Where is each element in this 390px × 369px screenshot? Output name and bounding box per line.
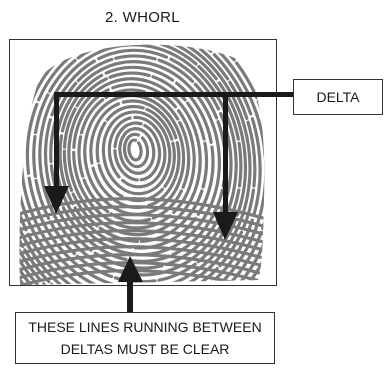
bottom-arrow-head: [118, 256, 143, 282]
arrow-group: [44, 92, 294, 313]
delta-label-box: DELTA: [293, 79, 383, 115]
delta-label: DELTA: [316, 89, 360, 105]
right-arrow-head: [213, 212, 238, 240]
right-arrow-shaft: [223, 97, 228, 214]
clear-lines-note-line-2: DELTAS MUST BE CLEAR: [60, 341, 230, 357]
bottom-arrow-shaft: [127, 281, 133, 313]
diagram-title: 2. WHORL: [105, 9, 180, 26]
delta-pointer-line: [56, 92, 294, 97]
left-arrow-shaft: [54, 92, 59, 187]
clear-lines-note-box: THESE LINES RUNNING BETWEEN DELTAS MUST …: [15, 312, 275, 364]
clear-lines-note-line-1: THESE LINES RUNNING BETWEEN: [28, 319, 262, 335]
left-arrow-head: [44, 186, 69, 214]
